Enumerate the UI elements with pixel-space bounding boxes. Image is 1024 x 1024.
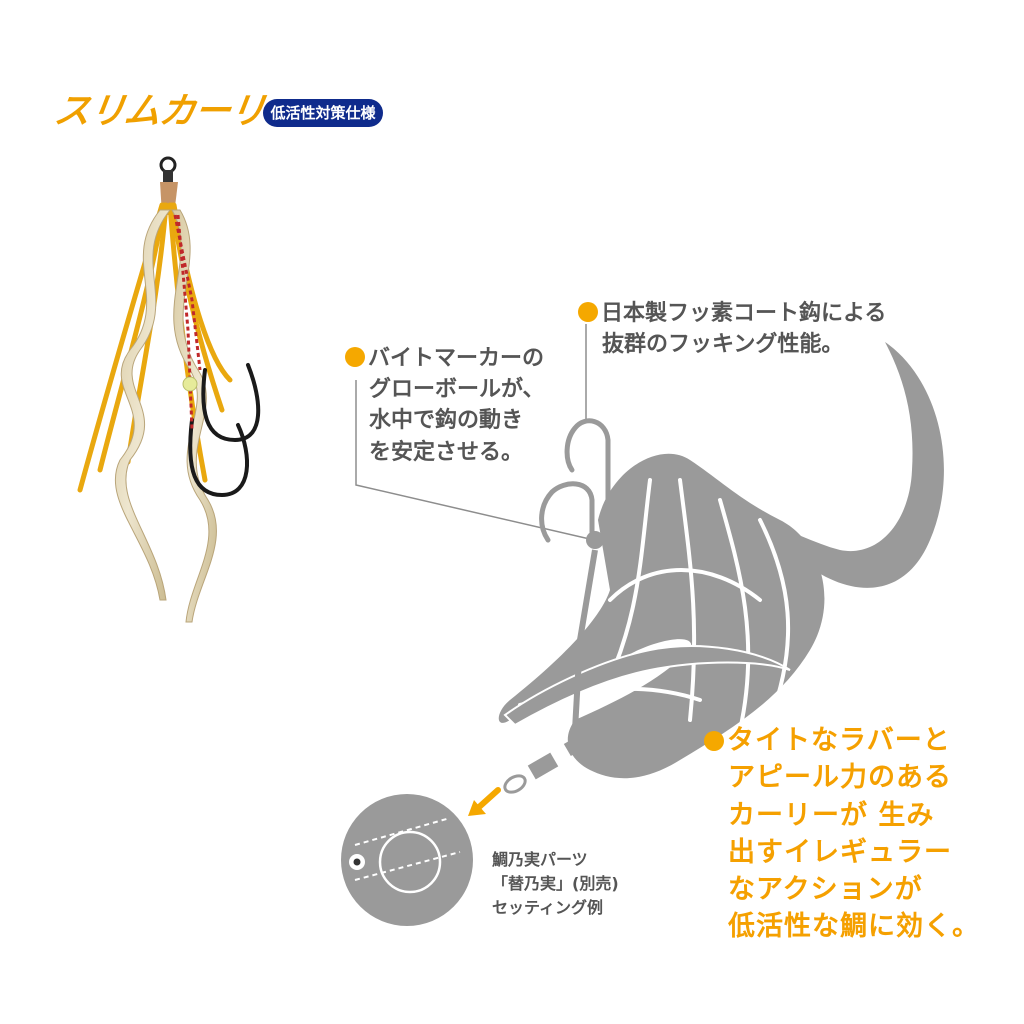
glow-ball xyxy=(182,376,198,392)
feature-badge: 低活性対策仕様 xyxy=(263,99,383,127)
callout-action: タイトなラバーと アピール力のある カーリーが 生み 出すイレギュラー なアクシ… xyxy=(704,722,980,946)
callout-bite-marker: バイトマーカーの グローボールが、 水中で鈎の動き を安定させる。 xyxy=(345,343,545,468)
swivel-ring xyxy=(159,156,177,174)
bullet-dot-icon xyxy=(578,302,598,322)
red-thread xyxy=(173,214,202,431)
callout-hook: 日本製フッ素コート鈎による 抜群のフッキング性能。 xyxy=(578,298,886,360)
diagram-line xyxy=(572,549,598,731)
swivel-body xyxy=(163,170,173,184)
sinker-inner-ring xyxy=(378,830,442,894)
sinker-ball xyxy=(341,794,473,926)
curly-skirts xyxy=(114,209,217,623)
skirt-body xyxy=(498,453,825,779)
skirt-strands xyxy=(518,478,791,732)
diagram xyxy=(341,324,944,926)
diagram-swivel xyxy=(503,733,589,794)
arrow-icon xyxy=(468,787,501,816)
skirt-band xyxy=(503,645,791,727)
product-photo xyxy=(77,156,261,623)
sinker-channel xyxy=(354,817,461,881)
diagram-hooks xyxy=(539,418,611,543)
diagram-glow-ball xyxy=(586,531,604,549)
sinker-hole-center xyxy=(353,858,361,866)
hooks xyxy=(188,363,261,498)
bullet-dot-icon xyxy=(345,347,365,367)
callout-parts: 鯛乃実パーツ 「替乃実」(別売) セッティング例 xyxy=(492,850,619,917)
bullet-dot-icon xyxy=(704,731,724,751)
rubber-strands xyxy=(77,202,233,493)
